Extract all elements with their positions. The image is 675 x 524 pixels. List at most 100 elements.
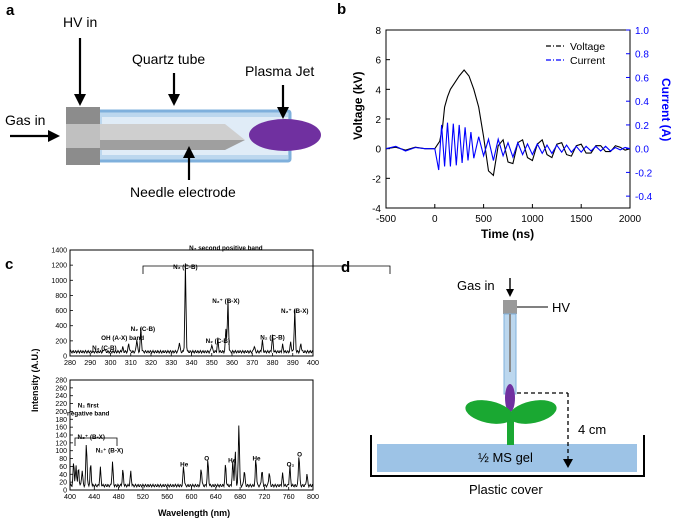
spectrum-annotation: He [180, 461, 189, 468]
spectrum-line [69, 425, 314, 489]
c-x-tick-label: 800 [307, 492, 319, 501]
b-right-tick-label: 0.4 [635, 97, 649, 108]
c-y-tick-label: 260 [55, 385, 67, 392]
plot-c-bottom-frame [69, 379, 314, 491]
series-voltage-line [385, 69, 631, 177]
c-y-tick-label: 400 [55, 323, 67, 330]
b-x-tick-label: -500 [376, 214, 396, 225]
needle-electrode-shade [100, 140, 245, 150]
b-right-tick-label: 0.8 [635, 50, 649, 61]
gas-in-arrow-icon [48, 130, 60, 142]
needle-electrode-label: Needle electrode [130, 184, 236, 200]
c-y-tick-label: 0 [63, 488, 67, 495]
spectrum-annotation: N₂ (C-B) [206, 338, 230, 345]
panel-d: d ½ MS gel Plastic cover Gas in HV 4 cm [341, 259, 645, 497]
spectrum-annotation: negative band [67, 410, 109, 417]
spectrum-annotation: N₂⁺ (B-X) [96, 448, 123, 455]
plastic-cover [370, 435, 645, 477]
b-left-tick-label: 8 [375, 26, 381, 37]
plant-stem [507, 415, 514, 445]
c-y-tick-label: 200 [55, 338, 67, 345]
cover-label: Plastic cover [469, 482, 543, 497]
b-x-tick-label: 1000 [521, 214, 544, 225]
spectrum-annotation: O [297, 452, 302, 459]
c-x-tick-label: 370 [246, 358, 258, 367]
c-x-tick-label: 680 [234, 492, 246, 501]
plot-b-ylabel-left: Voltage (kV) [351, 72, 365, 140]
b-right-tick-label: 1.0 [635, 26, 649, 37]
b-left-tick-label: 0 [375, 145, 381, 156]
distance-arrow-icon [563, 459, 573, 468]
c-x-tick-label: 440 [88, 492, 100, 501]
plot-b-right-axis: -0.4-0.20.00.20.40.60.81.0 [626, 26, 653, 203]
needle-electrode [100, 124, 245, 140]
gas-inlet-channel [66, 124, 100, 148]
c-y-tick-label: 20 [59, 480, 67, 487]
legend-current-label: Current [570, 55, 605, 67]
spectrum-annotation: He [228, 458, 237, 465]
c-y-tick-label: 60 [59, 464, 67, 471]
c-y-tick-label: 800 [55, 293, 67, 300]
b-right-tick-label: 0.6 [635, 73, 649, 84]
legend-voltage-label: Voltage [570, 41, 605, 53]
c-y-tick-label: 120 [55, 440, 67, 447]
spectrum-annotation: N₂ (C-B) [131, 326, 155, 333]
plot-b-ylabel-right: Current (A) [659, 78, 673, 141]
plot-c-bottom-spectrum [69, 425, 314, 489]
c-x-tick-label: 380 [267, 358, 279, 367]
plot-c-ylabel: Intensity (A.U.) [30, 348, 40, 412]
spectrum-annotation: O [204, 456, 209, 463]
spectrum-annotation: N₂⁺ (B-X) [78, 434, 105, 441]
gas-in-label: Gas in [5, 112, 45, 128]
c-x-tick-label: 350 [206, 358, 218, 367]
b-left-tick-label: -2 [372, 174, 381, 185]
c-y-tick-label: 1400 [51, 248, 67, 255]
c-x-tick-label: 640 [210, 492, 222, 501]
spectrum-annotation: N₂⁺ (B-X) [212, 298, 239, 305]
b-x-tick-label: 1500 [570, 214, 593, 225]
spectrum-annotation: N₂ (C-B) [260, 334, 284, 341]
b-right-tick-label: 0.2 [635, 121, 649, 132]
c-x-tick-label: 760 [283, 492, 295, 501]
panel-b-letter: b [337, 1, 346, 18]
needle-arrow-icon [183, 146, 195, 158]
c-x-tick-label: 360 [226, 358, 238, 367]
c-x-tick-label: 720 [258, 492, 270, 501]
plant-leaf-right [509, 400, 557, 424]
c-y-tick-label: 80 [59, 456, 67, 463]
c-x-tick-label: 480 [113, 492, 125, 501]
plot-b-xlabel: Time (ns) [481, 227, 534, 241]
c-y-tick-label: 240 [55, 393, 67, 400]
plasma-plume [505, 384, 515, 412]
c-x-tick-label: 290 [84, 358, 96, 367]
hv-in-label: HV in [63, 14, 97, 30]
c-y-tick-label: 140 [55, 433, 67, 440]
spectrum-annotation: He [252, 456, 261, 463]
spectrum-annotation: N₂ first [78, 403, 100, 410]
second-positive-band-bracket [142, 265, 391, 274]
panel-c-letter: c [5, 256, 13, 273]
quartz-tube-label: Quartz tube [132, 51, 205, 67]
plasma-jet-arrow-icon [277, 107, 289, 119]
b-right-tick-label: -0.2 [635, 168, 653, 179]
c-y-tick-label: 1200 [51, 263, 67, 270]
distance-label: 4 cm [578, 422, 606, 437]
spectrum-annotation: N₂ second positive band [189, 245, 263, 252]
c-x-tick-label: 320 [145, 358, 157, 367]
b-x-tick-label: 0 [432, 214, 438, 225]
c-x-tick-label: 330 [165, 358, 177, 367]
c-y-tick-label: 180 [55, 417, 67, 424]
c-y-tick-label: 40 [59, 472, 67, 479]
gel-label: ½ MS gel [478, 450, 533, 465]
panel-d-letter: d [341, 259, 350, 276]
plot-b-legend: Voltage Current [546, 41, 605, 67]
gas-in-label-d: Gas in [457, 278, 495, 293]
spectrum-annotation: N₂ (C-B) [92, 345, 116, 352]
plot-c-top-spectrum [69, 263, 314, 355]
